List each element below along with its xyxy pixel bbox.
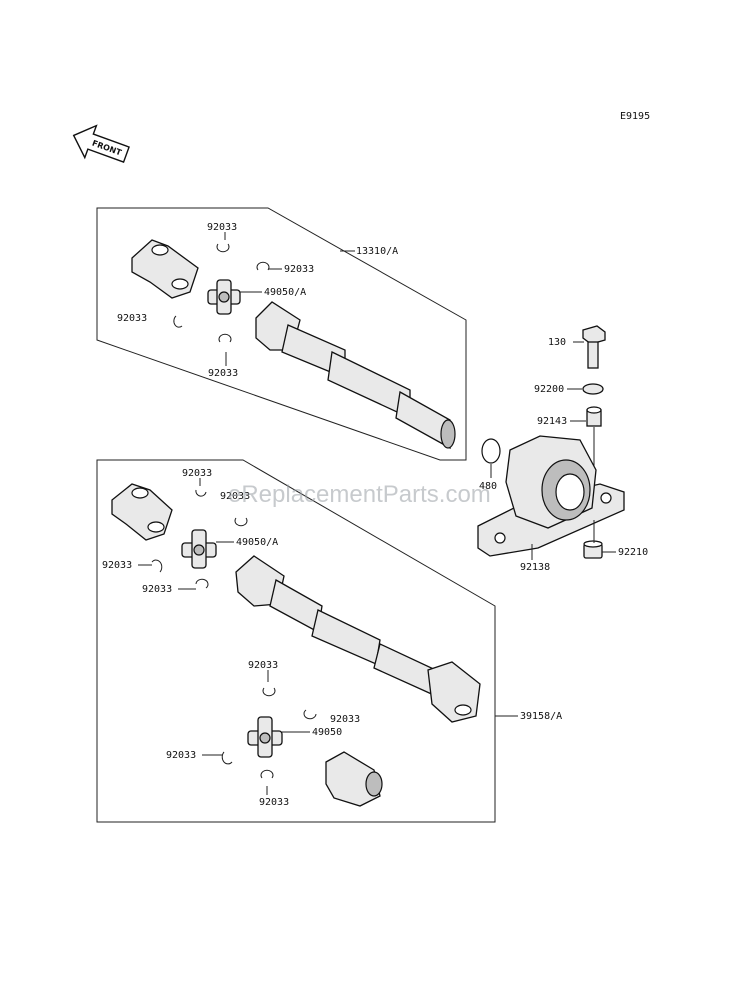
label-92033: 92033	[248, 660, 278, 671]
circlip-icon	[234, 517, 248, 527]
shaft-part	[235, 555, 481, 723]
snap-ring-part	[481, 438, 501, 464]
label-130: 130	[548, 337, 566, 348]
nut-part	[583, 540, 603, 559]
label-92138: 92138	[520, 562, 550, 573]
label-92033: 92033	[102, 560, 132, 571]
yoke-part	[131, 239, 199, 299]
bolt-part	[582, 325, 606, 369]
label-39158-a: 39158/A	[520, 711, 562, 722]
label-92210: 92210	[618, 547, 648, 558]
cross-joint-part	[181, 529, 217, 569]
label-92033: 92033	[142, 584, 172, 595]
washer-part	[582, 383, 604, 395]
yoke-part	[325, 751, 383, 807]
cross-joint-part	[207, 279, 241, 315]
label-92033: 92033	[182, 468, 212, 479]
circlip-icon	[256, 261, 270, 271]
label-13310-a: 13310/A	[356, 246, 398, 257]
label-92033: 92033	[284, 264, 314, 275]
collar-part	[586, 406, 602, 427]
circlip-icon	[151, 559, 163, 573]
shaft-b-outline	[96, 459, 496, 823]
circlip-icon	[218, 333, 232, 343]
circlip-icon	[195, 578, 209, 589]
watermark: eReplacementParts.com	[228, 481, 491, 508]
circlip-icon	[303, 709, 317, 720]
bearing-housing-part	[477, 435, 625, 557]
label-92143: 92143	[537, 416, 567, 427]
circlip-icon	[262, 687, 276, 697]
circlip-icon	[216, 243, 230, 253]
label-49050-a: 49050/A	[264, 287, 306, 298]
label-49050: 49050	[312, 727, 342, 738]
label-49050-a: 49050/A	[236, 537, 278, 548]
label-480: 480	[479, 481, 497, 492]
label-92033: 92033	[259, 797, 289, 808]
circlip-icon	[195, 489, 207, 497]
front-arrow-icon: FRONT	[72, 124, 130, 163]
circlip-icon	[221, 751, 233, 765]
cross-joint-part	[247, 716, 283, 758]
label-92200: 92200	[534, 384, 564, 395]
label-92033: 92033	[207, 222, 237, 233]
shaft-a-outline	[96, 207, 467, 461]
circlip-icon	[173, 315, 183, 328]
shaft-part	[255, 301, 456, 450]
circlip-icon	[260, 769, 274, 779]
label-92033: 92033	[166, 750, 196, 761]
diagram-code: E9195	[620, 111, 650, 122]
yoke-part	[111, 483, 173, 541]
label-92033: 92033	[117, 313, 147, 324]
label-92033: 92033	[220, 491, 250, 502]
label-92033: 92033	[330, 714, 360, 725]
label-92033: 92033	[208, 368, 238, 379]
